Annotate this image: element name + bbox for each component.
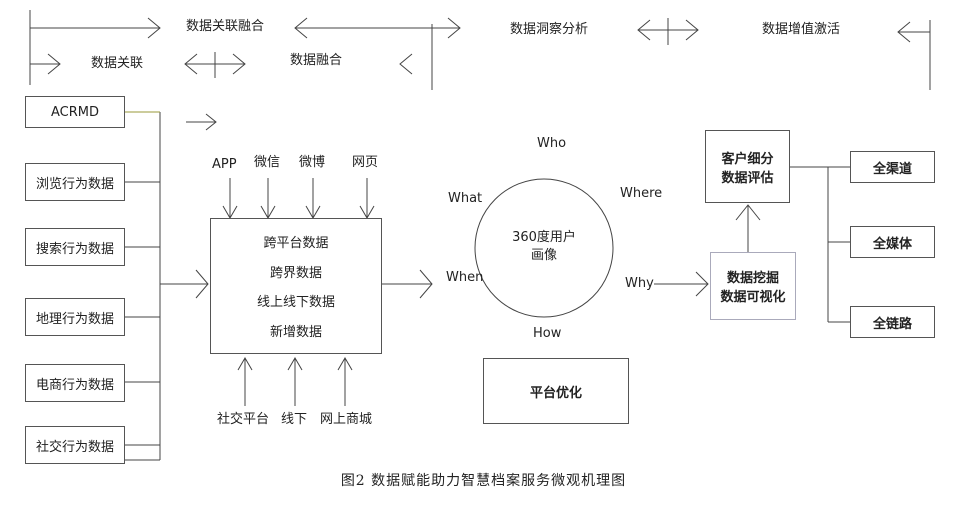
input-label-web: 网页 <box>352 155 379 170</box>
portrait-who: Who <box>537 136 567 151</box>
portrait-center-label: 360度用户画像 <box>509 229 579 265</box>
source-box-social: 社交行为数据 <box>25 426 125 464</box>
portrait-when: When <box>446 270 484 285</box>
customer-segmentation-box: 客户细分 数据评估 <box>705 130 790 203</box>
input-label-offline: 线下 <box>281 412 308 427</box>
input-label-weibo: 微博 <box>299 155 326 170</box>
center-item-online-offline: 线上线下数据 <box>256 295 335 311</box>
portrait-where: Where <box>620 186 663 201</box>
portrait-why: Why <box>625 276 654 291</box>
segment-line-1: 客户细分 <box>721 151 774 167</box>
portrait-how: How <box>533 326 562 341</box>
insight-label: 数据洞察分析 <box>510 22 589 37</box>
channel-box-omni-channel: 全渠道 <box>850 151 935 183</box>
figure-caption: 图2 数据赋能助力智慧档案服务微观机理图 <box>340 473 627 489</box>
assoc-label: 数据关联 <box>91 56 144 71</box>
activation-label: 数据增值激活 <box>762 22 841 37</box>
portrait-center-text: 360度用户画像 <box>512 230 576 263</box>
source-box-ecommerce: 电商行为数据 <box>25 364 125 402</box>
channel-box-full-chain: 全链路 <box>850 306 935 338</box>
platform-optimization-box: 平台优化 <box>483 358 629 424</box>
input-label-wechat: 微信 <box>254 155 281 170</box>
channel-box-omni-media: 全媒体 <box>850 226 935 258</box>
center-item-new-data: 新增数据 <box>269 324 322 340</box>
fusion-label: 数据融合 <box>290 53 343 68</box>
segment-line-2: 数据评估 <box>721 170 774 186</box>
portrait-what: What <box>448 191 483 206</box>
assoc-fusion-label: 数据关联融合 <box>186 19 265 34</box>
center-item-cross-platform: 跨平台数据 <box>263 236 329 252</box>
mining-line-1: 数据挖掘 <box>726 271 779 286</box>
source-box-search: 搜索行为数据 <box>25 228 125 266</box>
center-item-cross-domain: 跨界数据 <box>269 265 322 281</box>
source-box-acrmd: ACRMD <box>25 96 125 128</box>
mining-line-2: 数据可视化 <box>720 290 786 305</box>
source-box-geo: 地理行为数据 <box>25 298 125 336</box>
data-mining-box: 数据挖掘 数据可视化 <box>710 252 796 320</box>
data-integration-box: 跨平台数据 跨界数据 线上线下数据 新增数据 <box>210 218 382 354</box>
source-box-browse: 浏览行为数据 <box>25 163 125 201</box>
input-label-social-platform: 社交平台 <box>217 412 270 427</box>
input-label-app: APP <box>212 157 237 172</box>
input-label-online-mall: 网上商城 <box>320 412 373 427</box>
